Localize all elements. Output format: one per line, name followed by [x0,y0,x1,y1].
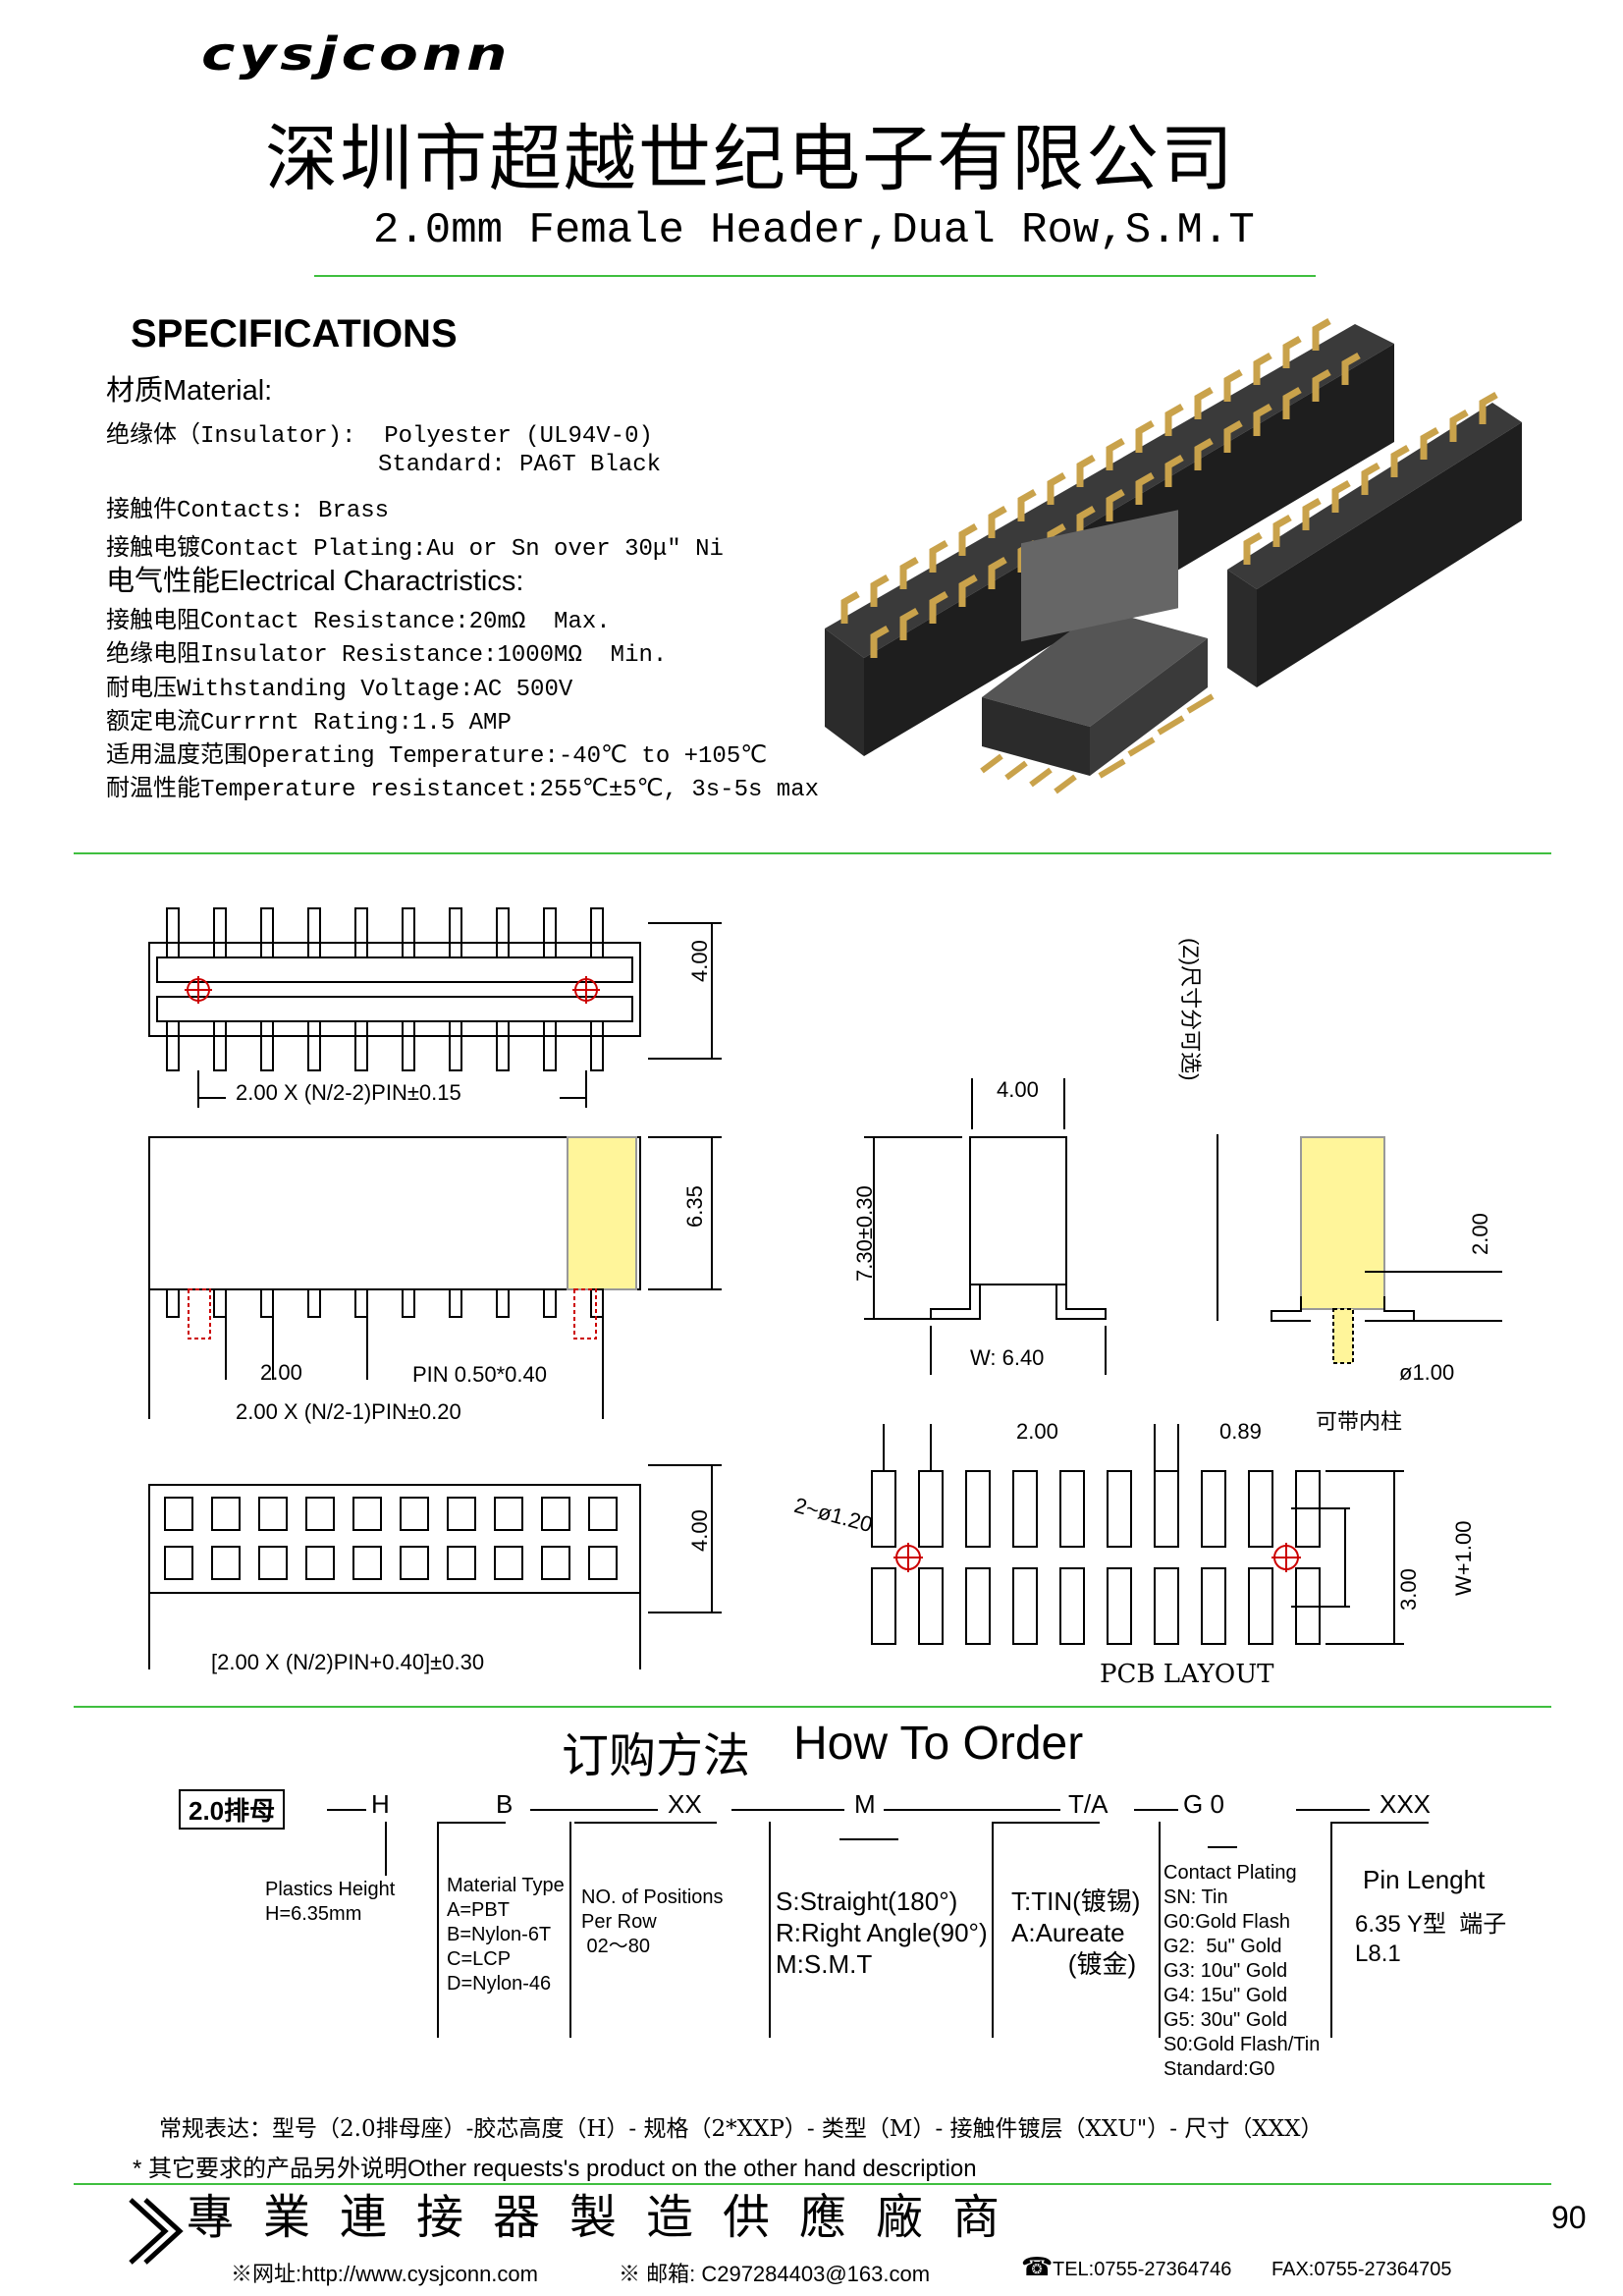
spec-temp-resistance: 耐温性能Temperature resistancet:255℃±5℃, 3s-… [106,777,819,803]
dim-side-pitch: 2.00 X (N/2-1)PIN±0.20 [236,1399,461,1424]
order-code-b: B [496,1789,514,1819]
chevron-logo-icon [129,2198,184,2265]
order-code-m: M [854,1789,876,1819]
product-title: 2.0mm Female Header,Dual Row,S.M.T [373,206,1255,255]
order-tin: T:TIN(镀锡) A:Aureate (镀金) [1011,1886,1141,1979]
dim-pin: PIN 0.50*0.40 [412,1362,547,1387]
spec-operating-temp: 适用温度范围Operating Temperature:-40℃ to +105… [106,743,768,770]
order-code-xx: XX [668,1789,702,1819]
end-width: 4.00 [997,1077,1039,1102]
order-heading-en: How To Order [793,1718,1084,1770]
electrical-label: 电气性能Electrical Charactristics: [106,566,524,597]
divider [74,1706,1551,1708]
spec-plating: 接触电镀Contact Plating:Au or Sn over 30μ" N… [106,536,724,563]
post-note: 可带内柱 [1316,1409,1403,1434]
dim-bottom-height: 4.00 [687,1509,712,1552]
dim-top-pitch: 2.00 X (N/2-2)PIN±0.15 [236,1080,461,1105]
footer-tel: TEL:0755-27364746 [1053,2259,1232,2280]
pcb-label: PCB LAYOUT [1100,1660,1274,1689]
divider [74,2183,1551,2185]
dim-overall: [2.00 X (N/2)PIN+0.40]±0.30 [211,1650,485,1674]
end-w: W: 6.40 [970,1345,1045,1370]
footer-website[interactable]: ※网址:http://www.cysjconn.com [231,2262,538,2286]
page-number: 90 [1551,2200,1587,2235]
order-series: 2.0排母 [179,1789,286,1830]
spec-standard: Standard: PA6T Black [378,452,662,478]
side-dia: ø1.00 [1399,1360,1455,1385]
order-code-h: H [371,1789,390,1819]
order-contact-plating: Contact Plating SN: Tin G0:Gold Flash G2… [1163,1862,1321,2080]
spec-insulator-resistance: 绝缘电阻Insulator Resistance:1000MΩ Min. [106,642,668,669]
order-code-xxx: XXX [1380,1789,1432,1819]
spec-contact-resistance: 接触电阻Contact Resistance:20mΩ Max. [106,609,611,635]
dim-top-height: 4.00 [687,940,712,982]
order-heading-cn: 订购方法 [562,1728,751,1783]
order-pin-value: 6.35 Y型 端子 L8.1 [1355,1911,1507,1967]
pcb-pad: 0.89 [1219,1419,1262,1444]
technical-drawing [148,907,1502,1669]
product-illustration [825,317,1522,794]
dim-side-height: 6.35 [682,1185,707,1228]
specs-heading: SPECIFICATIONS [131,312,458,355]
spec-withstanding: 耐电压Withstanding Voltage:AC 500V [106,677,573,703]
pcb-pitch: 2.00 [1016,1419,1058,1444]
material-label: 材质Material: [106,375,273,407]
order-example: 常规表达：型号（2.0排母座）-胶芯高度（H）- 规格（2*XXP）- 类型（M… [159,2116,1324,2142]
order-positions: NO. of Positions Per Row 02～80 [581,1886,724,1957]
divider [74,852,1551,854]
company-logo: cysjconn [201,27,512,82]
order-note: * 其它要求的产品另外说明Other requests's product on… [133,2156,977,2182]
end-height: 7.30±0.30 [852,1185,877,1282]
spec-current: 额定电流Currrnt Rating:1.5 AMP [106,710,512,737]
pcb-row: 3.00 [1396,1568,1421,1611]
order-code-g0: G 0 [1183,1789,1224,1819]
company-name: 深圳市超越世纪电子有限公司 [265,117,1235,201]
footer-email[interactable]: ※ 邮箱: C297284403@163.com [619,2262,931,2286]
order-plastics: Plastics Height H=6.35mm [265,1879,396,1925]
pcb-w: W+1.00 [1451,1520,1476,1596]
order-material: Material Type A=PBT B=Nylon-6T C=LCP D=N… [447,1875,565,1995]
dim-pitch: 2.00 [260,1360,302,1385]
footer-slogan: 專業連接器製造供應廠商 [187,2190,1030,2245]
side-dim: 2.00 [1468,1213,1492,1255]
order-type: S:Straight(180°) R:Right Angle(90°) M:S.… [776,1886,988,1979]
divider [314,275,1316,277]
spec-contacts: 接触件Contacts: Brass [106,498,390,524]
phone-icon: ☎ [1021,2253,1054,2282]
order-code-ta: T/A [1068,1789,1109,1819]
spec-insulator: 绝缘体（Insulator): Polyester (UL94V-0) [106,423,653,450]
footer-fax: FAX:0755-27364705 [1271,2259,1452,2280]
order-pin-length: Pin Lenght [1363,1865,1486,1894]
side-note: (Z)尺寸分可选) [1178,938,1203,1081]
